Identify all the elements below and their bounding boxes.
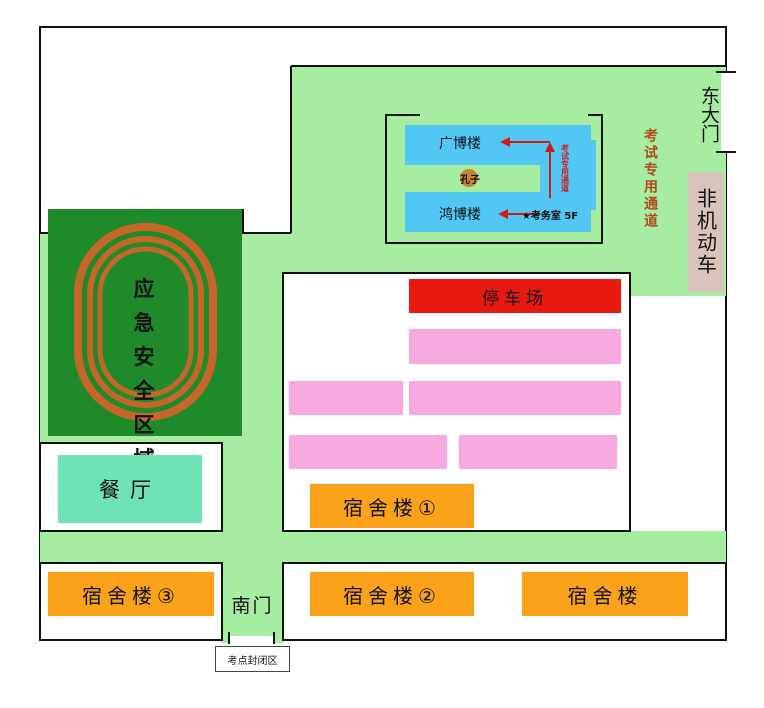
arrow-head-top (500, 137, 510, 147)
dorm-3: 宿舍楼③ (48, 572, 214, 616)
south-gate-gap (229, 636, 274, 644)
canteen: 餐厅 (58, 455, 202, 523)
statue-label: 孔子 (460, 174, 480, 186)
pink-block-5 (459, 435, 617, 469)
closed-area-label: 考点封闭区 (215, 646, 290, 672)
building-guangbo-label: 广博楼 (439, 136, 481, 152)
arrow-head-bottom (498, 209, 508, 219)
green-horizontal-road (40, 531, 726, 563)
dorm-1: 宿舍楼① (310, 484, 474, 528)
track-lane-middle (87, 236, 204, 408)
building-hongbo-label: 鸿博楼 (439, 207, 481, 223)
pink-block-4 (289, 435, 447, 469)
east-gate-gap (721, 72, 733, 152)
parking-lot: 停车场 (409, 279, 621, 313)
pink-block-2 (289, 381, 403, 415)
pink-block-3 (409, 381, 621, 415)
track-lane-inner (97, 246, 194, 398)
track-lane-outer (74, 223, 217, 421)
emergency-area-label: 应急安全区域 (133, 277, 167, 471)
exam-office-label: ★考务室 5F (521, 210, 579, 222)
confucius-statue (460, 169, 478, 187)
south-gate-label: 南门 (231, 594, 274, 617)
arrow-head-up (545, 142, 555, 152)
east-gate-label: 东大门 (698, 85, 720, 143)
special-passage-inner-label: 考试专用通道 (560, 144, 570, 192)
dorm-plain: 宿舍楼 (522, 572, 688, 616)
non-motor-parking: 非机动车 (688, 172, 724, 292)
special-passage-outer-label: 考试专用通道 (642, 128, 658, 230)
dorm-2: 宿舍楼② (310, 572, 474, 616)
pink-block-1 (409, 329, 621, 364)
